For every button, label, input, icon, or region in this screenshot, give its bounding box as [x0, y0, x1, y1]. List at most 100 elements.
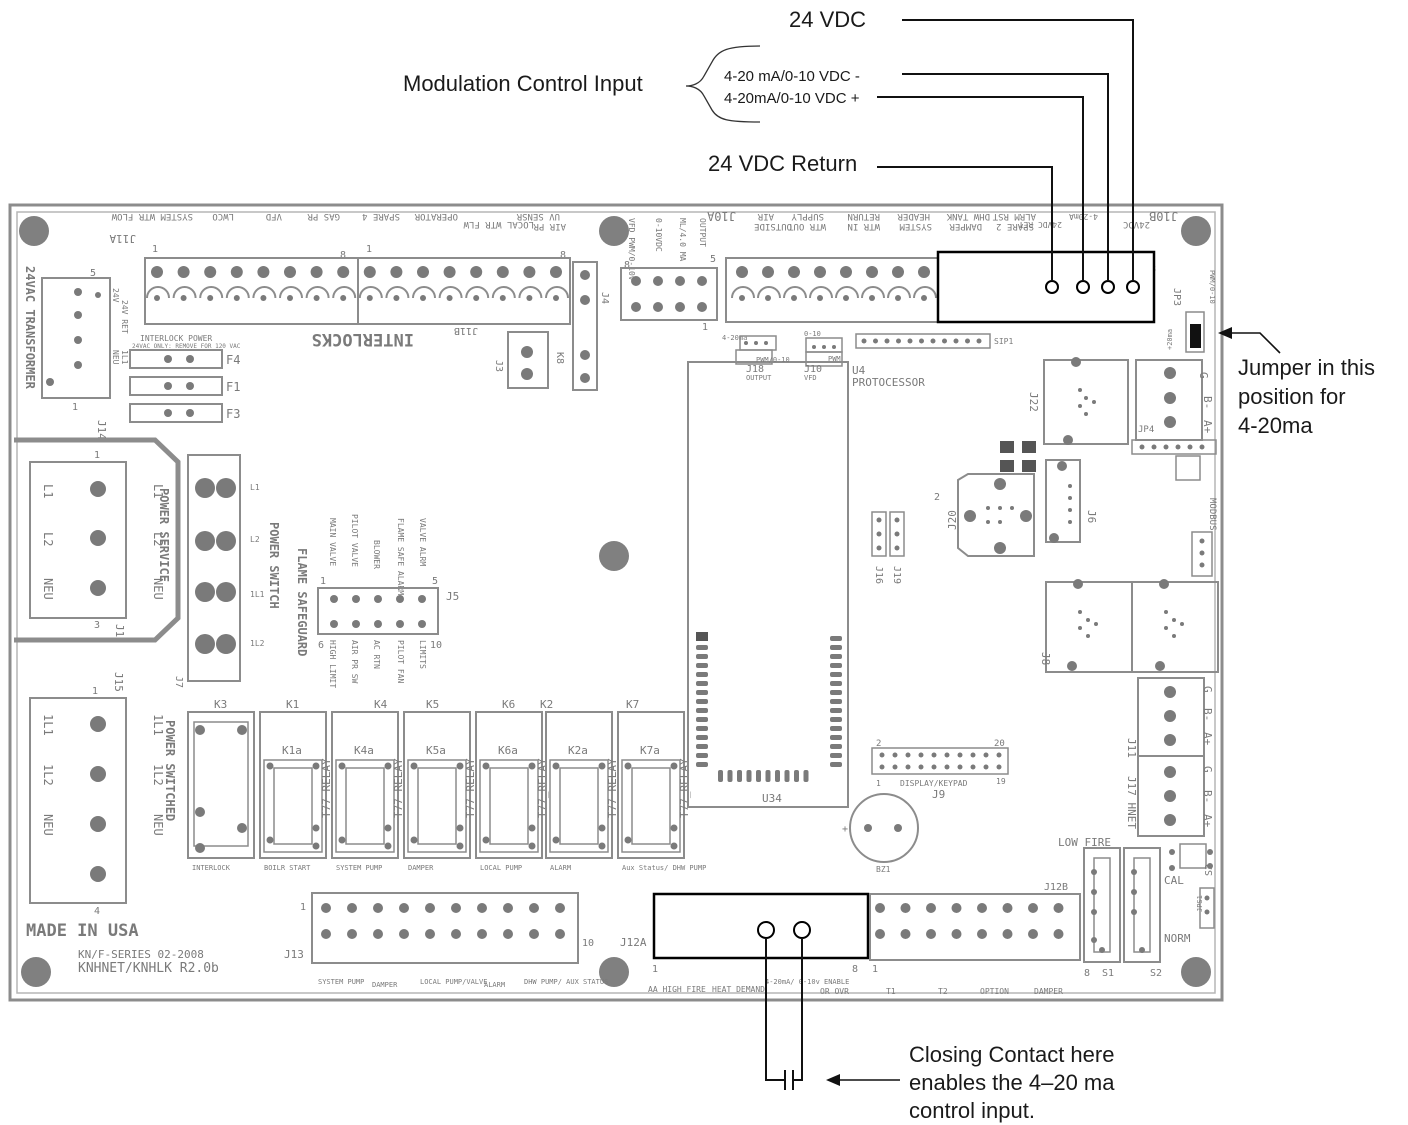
j14-connector	[41, 277, 111, 399]
power-switched-label: POWER SWITCHED	[163, 720, 177, 821]
modulation-brace	[685, 45, 761, 123]
svg-text:OPTION: OPTION	[980, 987, 1009, 996]
callout-jumper-3: 4-20ma	[1238, 413, 1313, 438]
svg-text:J13: J13	[284, 948, 304, 961]
callout-contact-3: control input.	[909, 1098, 1035, 1123]
j10b-label: J10B	[1149, 209, 1178, 223]
svg-text:5: 5	[710, 254, 716, 265]
callout-24vdc: 24 VDC	[789, 7, 866, 32]
svg-text:J9: J9	[932, 788, 945, 801]
j11a-top-labels: SYSTEM WTR FLOW LWCO VFD GAS PR SPARE 4 …	[111, 211, 566, 231]
svg-text:24V RET: 24V RET	[120, 300, 129, 334]
svg-text:1: 1	[872, 964, 878, 975]
svg-text:1: 1	[94, 450, 100, 461]
svg-text:L2: L2	[250, 535, 260, 544]
svg-text:NEU: NEU	[111, 350, 120, 365]
svg-text:HEAT DEMAND: HEAT DEMAND	[712, 985, 765, 994]
svg-text:DHW PUMP/ AUX STATUS: DHW PUMP/ AUX STATUS	[524, 978, 608, 986]
svg-text:1L1: 1L1	[41, 714, 55, 736]
svg-text:J18: J18	[746, 364, 764, 375]
relay-label: K6	[502, 698, 515, 711]
svg-text:1L1: 1L1	[120, 350, 129, 365]
j3-connector	[507, 331, 549, 389]
j4-connector	[620, 267, 718, 321]
svg-text:DHW TANK: DHW TANK	[946, 211, 990, 221]
relay-label: K7	[626, 698, 639, 711]
svg-text:3: 3	[94, 620, 100, 631]
svg-text:A+: A+	[1201, 732, 1214, 746]
svg-text:ALRM RST: ALRM RST	[992, 211, 1036, 221]
svg-text:MAIN VALVE: MAIN VALVE	[328, 518, 337, 566]
callout-jumper-2: position for	[1238, 384, 1346, 409]
svg-text:LIMITS: LIMITS	[418, 640, 427, 669]
contact-arrow	[826, 1074, 900, 1086]
relay-label: K4	[374, 698, 388, 711]
svg-text:SYSTEM PUMP: SYSTEM PUMP	[336, 864, 382, 872]
svg-text:GAS PR: GAS PR	[307, 211, 340, 221]
svg-text:AIR PR SW: AIR PR SW	[350, 640, 359, 684]
j5-connector	[317, 587, 439, 635]
svg-text:UV SENSR: UV SENSR	[516, 211, 560, 221]
board-series: KN/F-SERIES 02-2008	[78, 948, 204, 961]
svg-text:BLOWER: BLOWER	[372, 540, 381, 569]
svg-text:WTR IN: WTR IN	[847, 221, 880, 231]
svg-text:JP3: JP3	[1171, 288, 1182, 306]
svg-text:K2a: K2a	[568, 744, 588, 757]
callout-wires-top	[877, 19, 1134, 281]
svg-text:24VAC ONLY: REMOVE FOR 120 VAC: 24VAC ONLY: REMOVE FOR 120 VAC	[132, 343, 241, 350]
svg-text:PWM/0-10: PWM/0-10	[756, 356, 790, 364]
svg-text:SIP1: SIP1	[994, 337, 1013, 346]
power-service-label: POWER SERVICE	[157, 488, 171, 582]
callout-mod-plus: 4-20mA/0-10 VDC +	[724, 90, 860, 107]
relay-label: K1	[286, 698, 299, 711]
jp3-jumper	[1190, 324, 1201, 348]
svg-text:8: 8	[340, 250, 346, 261]
svg-text:J19: J19	[891, 566, 902, 584]
svg-text:1L1: 1L1	[250, 590, 265, 599]
svg-text:S2: S2	[1150, 968, 1162, 979]
svg-text:10: 10	[430, 640, 442, 651]
j11b-connector	[357, 257, 571, 325]
svg-text:T77_RELAY: T77_RELAY	[678, 758, 691, 818]
svg-text:OPERATOR: OPERATOR	[414, 211, 458, 221]
svg-text:LOW FIRE: LOW FIRE	[1058, 836, 1111, 849]
flame-label: FLAME SAFEGUARD	[295, 548, 309, 656]
svg-text:BOILR START: BOILR START	[264, 864, 311, 872]
svg-text:T77_RELAY: T77_RELAY	[464, 758, 477, 818]
svg-text:PILOT FAN: PILOT FAN	[396, 640, 405, 684]
svg-text:AIR PR: AIR PR	[533, 221, 566, 231]
svg-text:T77_RELAY: T77_RELAY	[606, 758, 619, 818]
svg-text:Aux Status/ DHW PUMP: Aux Status/ DHW PUMP	[622, 864, 706, 872]
svg-text:MODBUS: MODBUS	[1207, 498, 1217, 531]
svg-text:J6: J6	[1085, 510, 1098, 523]
j11b-label: J11B	[454, 325, 478, 336]
svg-text:L1: L1	[41, 484, 55, 498]
svg-text:NEU: NEU	[151, 578, 165, 600]
svg-text:1: 1	[366, 244, 372, 255]
svg-text:NEU: NEU	[41, 814, 55, 836]
svg-text:4: 4	[94, 906, 100, 917]
svg-text:20: 20	[994, 739, 1005, 749]
svg-text:AIR: AIR	[757, 211, 774, 221]
svg-text:F4: F4	[226, 353, 240, 367]
u4-protocessor	[687, 361, 849, 808]
j10a-label: J10A	[706, 209, 736, 223]
svg-text:LOCAL PUMP/VALVE: LOCAL PUMP/VALVE	[420, 978, 487, 986]
svg-text:RETURN: RETURN	[847, 211, 880, 221]
svg-text:SUPPLY: SUPPLY	[791, 211, 824, 221]
svg-text:K6a: K6a	[498, 744, 518, 757]
svg-text:SYSTEM WTR FLOW: SYSTEM WTR FLOW	[111, 211, 193, 221]
svg-text:F1: F1	[226, 380, 240, 394]
svg-text:L2: L2	[41, 532, 55, 546]
svg-text:U34: U34	[762, 792, 782, 805]
svg-text:FLAME SAFE ALARM: FLAME SAFE ALARM	[396, 518, 405, 595]
svg-text:+: +	[842, 824, 848, 835]
board-revision: KNHNET/KNHLK R2.0b	[78, 961, 219, 976]
svg-text:24VDC RET: 24VDC RET	[1018, 220, 1062, 229]
svg-text:PWM: PWM	[828, 355, 841, 363]
callout-contact-2: enables the 4–20 ma	[909, 1070, 1115, 1095]
j9-display-header	[871, 747, 1009, 775]
svg-text:AA HIGH FIRE: AA HIGH FIRE	[648, 985, 706, 994]
